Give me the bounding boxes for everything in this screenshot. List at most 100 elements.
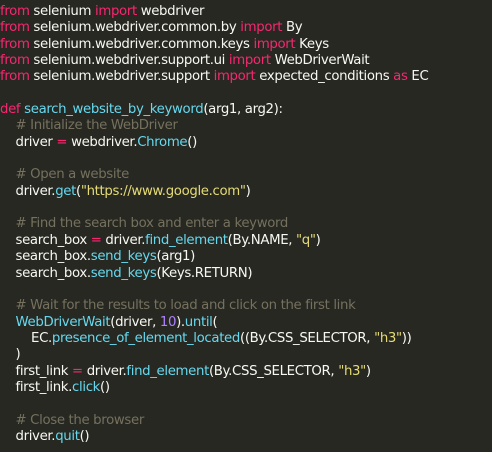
code-token — [0, 216, 16, 231]
code-line: from selenium.webdriver.common.by import… — [0, 20, 492, 36]
code-line: from selenium.webdriver.common.keys impo… — [0, 37, 492, 53]
code-token — [0, 118, 16, 133]
code-token: from — [0, 4, 30, 19]
code-line: EC.presence_of_element_located((By.CSS_S… — [0, 331, 492, 347]
code-token: driver. — [0, 183, 56, 199]
code-token: "https://www.google.com" — [80, 183, 246, 199]
code-line: WebDriverWait(driver, 10).until( — [0, 315, 492, 331]
code-token: presence_of_element_located — [51, 330, 240, 346]
code-token: quit — [55, 428, 80, 444]
code-token — [0, 167, 16, 182]
code-token: EC. — [0, 330, 52, 346]
code-token: selenium.webdriver.common.keys — [29, 36, 254, 52]
code-token: selenium.webdriver.common.by — [29, 20, 241, 36]
code-token: search_box — [0, 232, 91, 248]
code-token: webdriver — [136, 4, 205, 19]
code-line: driver.quit() — [0, 429, 492, 445]
code-line: # Initialize the WebDriver — [0, 118, 492, 134]
code-token: "q" — [296, 232, 316, 248]
code-token: driver. — [101, 232, 146, 248]
code-token: Chrome — [137, 134, 188, 150]
code-token: send_keys — [90, 265, 157, 281]
code-token: (Keys.RETURN) — [156, 265, 253, 281]
code-line: ​ — [0, 282, 492, 298]
code-token: (driver, — [110, 314, 160, 330]
code-token: EC — [407, 69, 429, 85]
code-token: import — [95, 4, 137, 19]
code-token: selenium — [29, 4, 95, 19]
code-token: Keys — [295, 36, 329, 52]
code-line: # Close the browser — [0, 413, 492, 429]
code-token: ((By.CSS_SELECTOR, — [239, 330, 375, 346]
code-line: first_link.click() — [0, 380, 492, 396]
code-token: selenium.webdriver.support.ui — [29, 53, 229, 69]
code-token: driver — [0, 134, 57, 150]
code-token: # Wait for the results to load and click… — [15, 298, 356, 314]
code-token: import — [253, 36, 296, 52]
code-line: # Find the search box and enter a keywor… — [0, 216, 492, 232]
code-token: ) — [315, 232, 321, 248]
code-token: "h3" — [374, 330, 402, 346]
code-token: (By.NAME, — [227, 232, 297, 248]
code-token: By — [282, 20, 303, 36]
code-token: expected_conditions — [255, 69, 394, 85]
code-line: # Open a website — [0, 167, 492, 183]
code-token: ( — [75, 183, 81, 199]
code-line: search_box.send_keys(arg1) — [0, 249, 492, 265]
code-token: ) — [245, 183, 251, 199]
code-token: ). — [176, 314, 185, 330]
code-token: first_link — [0, 363, 73, 379]
code-token: import — [228, 53, 271, 69]
code-token — [0, 298, 16, 313]
code-token: driver. — [0, 428, 56, 444]
code-line: from selenium.webdriver.support.ui impor… — [0, 53, 492, 69]
code-token: # Close the browser — [15, 412, 145, 428]
code-token: def — [0, 102, 21, 118]
code-token: webdriver. — [67, 134, 138, 150]
code-token: (arg1) — [156, 249, 195, 265]
code-token: "h3" — [338, 363, 366, 379]
code-token: find_element — [126, 363, 209, 379]
code-token: # Initialize the WebDriver — [15, 118, 178, 134]
code-line: def search_website_by_keyword(arg1, arg2… — [0, 102, 492, 118]
code-token: get — [55, 183, 76, 199]
code-token: () — [79, 428, 90, 444]
code-line: first_link = driver.find_element(By.CSS_… — [0, 364, 492, 380]
code-line: search_box = driver.find_element(By.NAME… — [0, 233, 492, 249]
code-token: ( — [212, 314, 218, 330]
code-token: from — [0, 36, 30, 52]
code-line: driver.get("https://www.google.com") — [0, 184, 492, 200]
code-token: 10 — [159, 314, 177, 330]
code-token: click — [72, 379, 101, 395]
code-token: )) — [401, 330, 412, 346]
code-token: from — [0, 69, 30, 85]
code-token: ) — [365, 363, 371, 379]
code-line: ​ — [0, 151, 492, 167]
code-token: WebDriverWait — [270, 53, 370, 69]
code-token: search_box. — [0, 249, 92, 265]
code-token: = — [72, 363, 83, 379]
code-token: from — [0, 20, 30, 36]
code-token — [0, 413, 16, 428]
code-token: (By.CSS_SELECTOR, — [208, 363, 339, 379]
code-token: ) — [0, 347, 21, 363]
code-line: from selenium.webdriver.support import e… — [0, 69, 492, 85]
code-token: send_keys — [90, 249, 157, 265]
code-line: ​ — [0, 200, 492, 216]
code-token: search_box. — [0, 265, 92, 281]
code-token: until — [184, 314, 213, 330]
code-token: () — [100, 379, 110, 395]
code-token: = — [56, 134, 68, 150]
code-token: # Open a website — [15, 167, 130, 183]
code-token: driver. — [82, 363, 127, 379]
code-line: from selenium import webdriver — [0, 4, 492, 20]
code-line: ​ — [0, 86, 492, 102]
code-line: # Wait for the results to load and click… — [0, 298, 492, 314]
code-token: = — [90, 232, 102, 248]
code-token: first_link. — [0, 379, 73, 395]
code-token: () — [187, 134, 197, 150]
code-token: search_website_by_keyword — [24, 102, 204, 118]
code-token: from — [0, 53, 30, 69]
code-token: WebDriverWait — [15, 314, 111, 330]
